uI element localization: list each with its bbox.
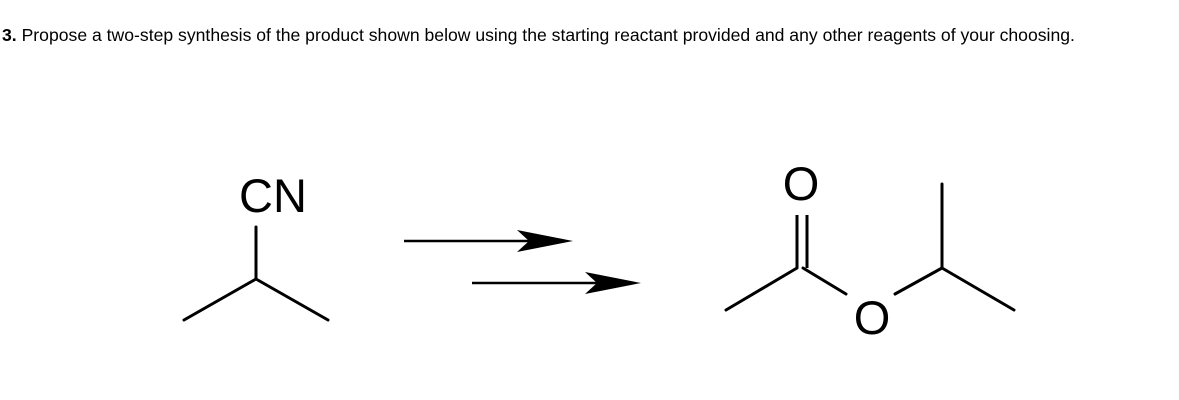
reaction-arrow-step-1: [404, 230, 573, 252]
reactant-bond: [182, 277, 258, 322]
reactant-bond: [254, 277, 330, 322]
product-bond: [893, 266, 944, 296]
target-product: O O: [724, 157, 1016, 344]
question-number: 3.: [2, 25, 17, 45]
product-bond: [940, 266, 1016, 312]
product-bond: [724, 266, 799, 312]
arrowhead: [517, 230, 573, 252]
starting-reactant: CN: [182, 169, 330, 322]
product-bond: [801, 266, 848, 296]
arrowhead: [585, 272, 641, 294]
ester-oxygen-label: O: [854, 291, 891, 344]
reaction-arrow-step-2: [472, 272, 641, 294]
question-text: Propose a two-step synthesis of the prod…: [16, 25, 1075, 45]
carbonyl-oxygen-label: O: [783, 157, 820, 210]
nitrile-label: CN: [239, 169, 307, 222]
question-prompt: 3. Propose a two-step synthesis of the p…: [2, 23, 1174, 48]
